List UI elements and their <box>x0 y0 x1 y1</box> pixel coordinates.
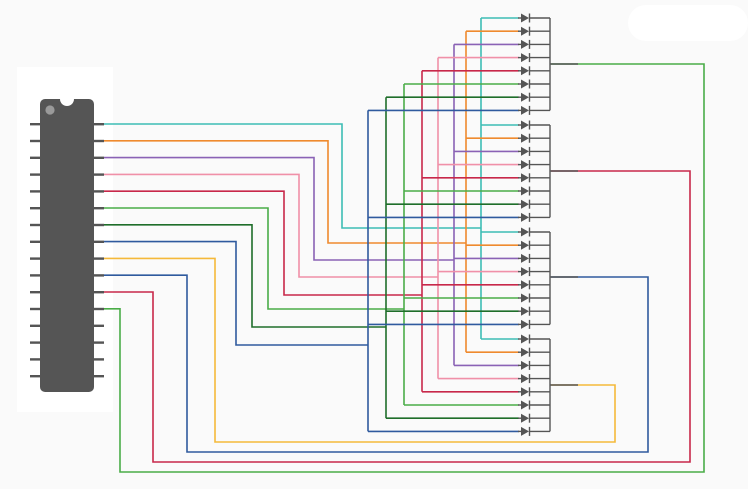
diode <box>518 105 550 115</box>
chip-pin-left-7 <box>30 223 42 227</box>
chip-pin-left-5 <box>30 190 42 193</box>
blank-corner-patch <box>628 5 748 41</box>
diode <box>518 186 550 196</box>
chip-pin-left-13 <box>30 324 42 327</box>
diode <box>518 53 550 63</box>
chip-pin-right-15 <box>92 358 104 361</box>
row-wire-2 <box>104 140 466 244</box>
chip-pin-right-4 <box>92 173 104 176</box>
chip-pin-left-10 <box>30 274 42 277</box>
row-wire-4 <box>104 173 438 278</box>
diode <box>518 92 550 102</box>
chip-pin-left-9 <box>30 257 42 260</box>
chip-notch <box>60 99 74 106</box>
microcontroller-chip <box>30 99 104 392</box>
diode <box>518 227 550 237</box>
chip-pin-right-7 <box>92 223 104 227</box>
diode <box>518 26 550 36</box>
row-wire-8 <box>104 240 368 346</box>
chip-pin-left-15 <box>30 358 42 361</box>
chip-pin1-dot <box>45 105 55 115</box>
row-wire-3 <box>104 156 454 261</box>
chip-pin-right-9 <box>92 257 104 260</box>
chip-pin-left-4 <box>30 173 42 176</box>
chip-pin-right-13 <box>92 324 104 327</box>
diode-bank-1 <box>518 13 578 386</box>
row-wire-1 <box>104 123 481 229</box>
diode <box>518 387 550 397</box>
diode <box>518 319 550 329</box>
diode-matrix <box>518 13 578 436</box>
chip-pin-left-8 <box>30 240 42 243</box>
diode <box>518 360 550 370</box>
chip-pin-right-16 <box>92 375 104 378</box>
chip-pin-left-14 <box>30 341 42 344</box>
diode <box>518 426 550 436</box>
diode <box>518 400 550 410</box>
diode <box>518 306 550 316</box>
diode <box>518 146 550 156</box>
chip-pin-left-2 <box>30 139 42 143</box>
diode <box>518 39 550 49</box>
diode <box>518 293 550 303</box>
chip-pin-right-10 <box>92 274 104 277</box>
chip-body <box>40 99 94 392</box>
diode <box>518 253 550 263</box>
chip-pin-right-3 <box>92 156 104 159</box>
diode <box>518 66 550 76</box>
chip-pin-left-11 <box>30 291 42 294</box>
diode-bank-3 <box>518 170 578 329</box>
diode <box>518 79 550 89</box>
diode-bank-2 <box>518 120 578 278</box>
chip-pin-right-12 <box>92 307 104 311</box>
chip-pin-right-8 <box>92 240 104 243</box>
diode <box>518 120 550 130</box>
column-wire-4 <box>104 63 705 473</box>
diode <box>518 160 550 170</box>
diode <box>518 267 550 277</box>
chip-pin-left-12 <box>30 307 42 311</box>
diode <box>518 240 550 250</box>
chip-pin-right-14 <box>92 341 104 344</box>
diode <box>518 413 550 423</box>
diode <box>518 13 550 23</box>
chip-pin-right-2 <box>92 139 104 143</box>
row-wire-7 <box>104 224 386 328</box>
diode <box>518 374 550 384</box>
diode-bank-4 <box>518 63 578 436</box>
column-wire-2 <box>104 274 649 453</box>
diode <box>518 280 550 290</box>
diode <box>518 199 550 209</box>
column-wire-1 <box>104 257 616 443</box>
diode <box>518 173 550 183</box>
column-wire-3 <box>104 170 691 463</box>
chip-pin-right-5 <box>92 190 104 193</box>
chip-pin-right-1 <box>92 123 104 126</box>
wires-layer <box>104 17 705 473</box>
row-wire-5 <box>104 190 422 296</box>
chip-pin-left-16 <box>30 375 42 378</box>
chip-pin-right-6 <box>92 207 104 210</box>
diode <box>518 347 550 357</box>
chip-pin-right-11 <box>92 291 104 294</box>
chip-pin-left-6 <box>30 207 42 210</box>
diode <box>518 334 550 344</box>
diode <box>518 212 550 222</box>
chip-pin-left-1 <box>30 123 42 126</box>
row-wire-6 <box>104 207 404 310</box>
diode <box>518 133 550 143</box>
chip-pin-left-3 <box>30 156 42 159</box>
